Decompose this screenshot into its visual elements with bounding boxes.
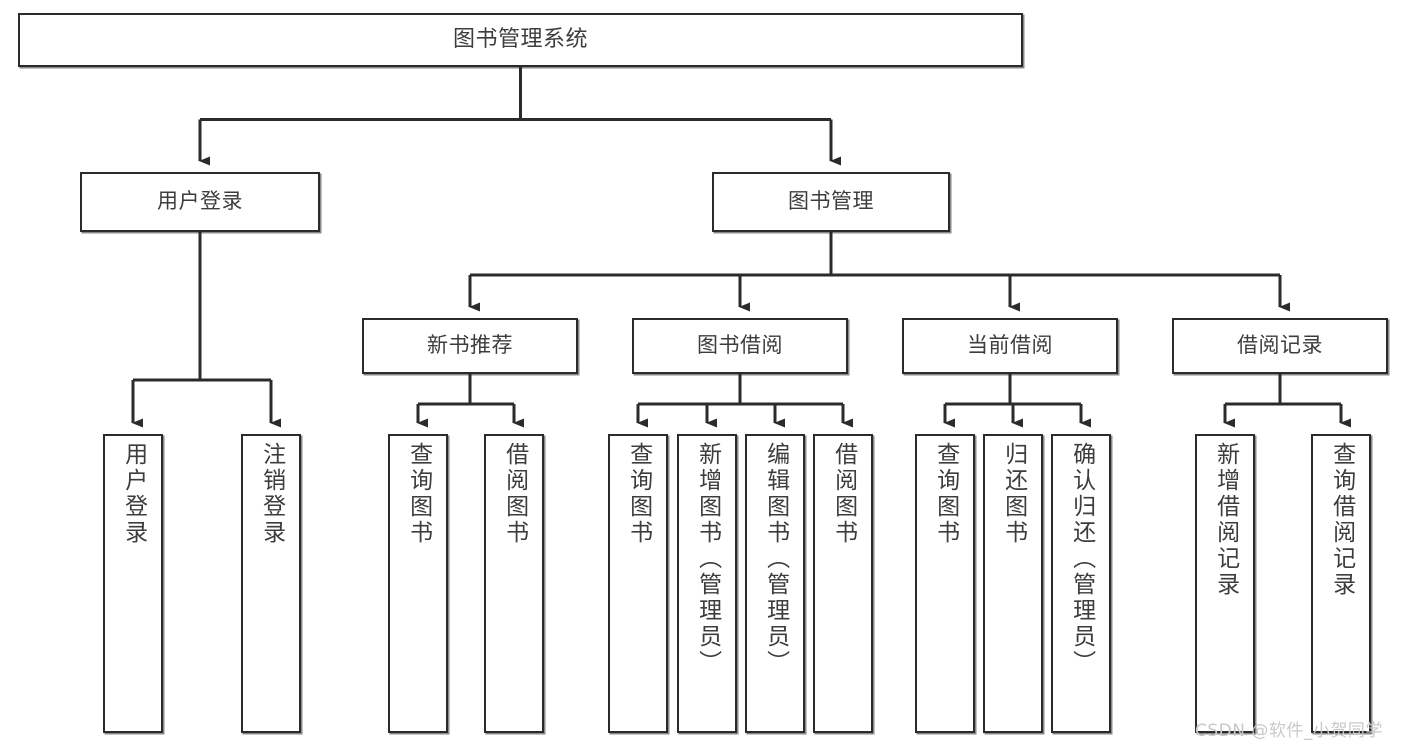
node-leaf-add-book-admin[interactable]: 新增图书（管理员）	[677, 434, 737, 733]
node-leaf-add-borrow-record[interactable]: 新增借阅记录	[1195, 434, 1255, 733]
node-current-borrow[interactable]: 当前借阅	[902, 318, 1118, 374]
node-leaf-borrow-book-2[interactable]: 借阅图书	[813, 434, 873, 733]
node-label: 新增图书（管理员）	[694, 442, 721, 676]
node-book-borrow[interactable]: 图书借阅	[632, 318, 848, 374]
node-new-book-recommendation[interactable]: 新书推荐	[362, 318, 578, 374]
node-book-management-system[interactable]: 图书管理系统	[18, 13, 1023, 67]
node-label: 注销登录	[258, 442, 285, 546]
node-label: 借阅图书	[830, 442, 857, 546]
node-label: 图书管理系统	[452, 26, 588, 52]
node-leaf-user-login[interactable]: 用户登录	[103, 434, 163, 733]
node-label: 确认归还（管理员）	[1068, 442, 1095, 676]
node-label: 查询借阅记录	[1328, 442, 1355, 598]
node-label: 借阅图书	[501, 442, 528, 546]
node-label: 查询图书	[932, 442, 959, 546]
node-leaf-confirm-return-admin[interactable]: 确认归还（管理员）	[1051, 434, 1111, 733]
watermark-text: CSDN @软件_小贺同学	[1195, 721, 1383, 741]
node-leaf-query-book-3[interactable]: 查询图书	[915, 434, 975, 733]
node-label: 当前借阅	[967, 333, 1053, 358]
node-label: 查询图书	[405, 442, 432, 546]
node-label: 用户登录	[120, 442, 147, 546]
node-leaf-query-borrow-record[interactable]: 查询借阅记录	[1311, 434, 1371, 733]
node-label: 图书借阅	[697, 333, 783, 358]
node-book-management[interactable]: 图书管理	[712, 172, 950, 232]
node-user-login[interactable]: 用户登录	[80, 172, 320, 232]
node-label: 编辑图书（管理员）	[762, 442, 789, 676]
node-leaf-edit-book-admin[interactable]: 编辑图书（管理员）	[745, 434, 805, 733]
node-leaf-return-book[interactable]: 归还图书	[983, 434, 1043, 733]
node-label: 新增借阅记录	[1212, 442, 1239, 598]
node-label: 新书推荐	[427, 333, 513, 358]
node-label: 查询图书	[625, 442, 652, 546]
node-borrow-record[interactable]: 借阅记录	[1172, 318, 1388, 374]
node-label: 借阅记录	[1237, 333, 1323, 358]
node-leaf-logout[interactable]: 注销登录	[241, 434, 301, 733]
node-leaf-query-book-2[interactable]: 查询图书	[608, 434, 668, 733]
node-label: 图书管理	[788, 189, 874, 214]
node-label: 归还图书	[1000, 442, 1027, 546]
node-label: 用户登录	[157, 189, 243, 214]
node-leaf-borrow-book-1[interactable]: 借阅图书	[484, 434, 544, 733]
node-leaf-query-book-1[interactable]: 查询图书	[388, 434, 448, 733]
